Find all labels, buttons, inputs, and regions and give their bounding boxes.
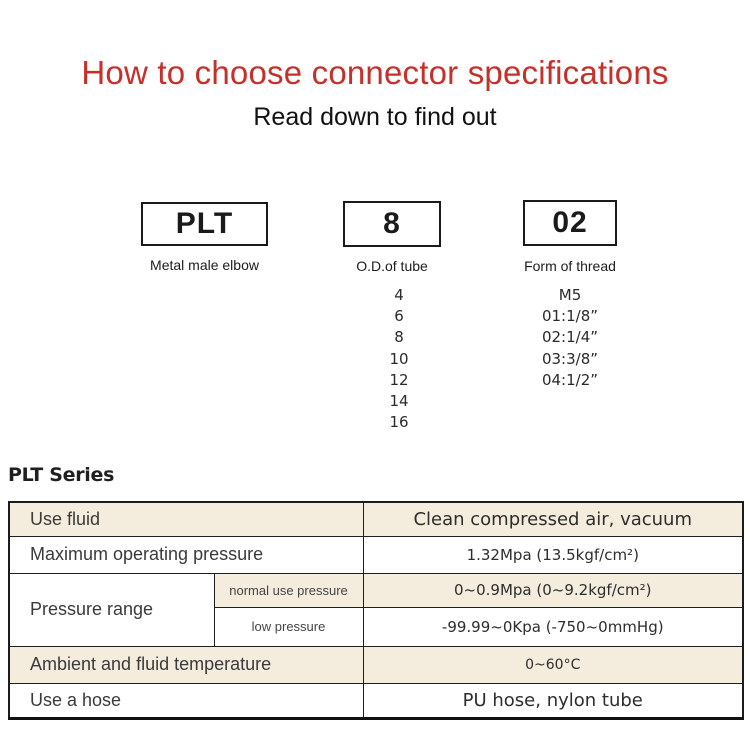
page-subtitle: Read down to find out bbox=[253, 103, 497, 131]
row-value-hose: PU hose, nylon tube bbox=[362, 682, 744, 719]
segment-label-tube-od: O.D.of tube bbox=[356, 258, 428, 274]
thread-form-option: 01:1/8” bbox=[541, 307, 599, 326]
model-code-thread: 02 bbox=[552, 206, 588, 239]
tube-size-option: 10 bbox=[389, 349, 409, 368]
sub-label-normal-pressure: normal use pressure bbox=[213, 572, 364, 608]
segment-label-thread: Form of thread bbox=[524, 258, 616, 274]
segment-label-series: Metal male elbow bbox=[150, 257, 259, 273]
thread-form-option: 04:1/2” bbox=[541, 370, 599, 389]
tube-size-options: 4 6 8 10 12 14 16 bbox=[363, 285, 435, 433]
table-row: Ambient and fluid temperature 0~60°C bbox=[8, 645, 744, 684]
tube-size-option: 16 bbox=[389, 413, 409, 432]
table-row: Use fluid Clean compressed air, vacuum bbox=[8, 501, 744, 537]
row-label-max-pressure: Maximum operating pressure bbox=[8, 535, 364, 574]
tube-size-option: 14 bbox=[389, 392, 409, 411]
sub-label-low-pressure: low pressure bbox=[213, 606, 364, 647]
thread-form-option: 03:3/8” bbox=[541, 349, 599, 368]
row-label-hose: Use a hose bbox=[8, 682, 364, 719]
table-row: Pressure range normal use pressure 0~0.9… bbox=[8, 572, 744, 647]
tube-size-option: 4 bbox=[394, 286, 404, 304]
row-value-normal-pressure: 0~0.9Mpa (0~9.2kgf/cm²) bbox=[362, 572, 744, 608]
table-row: Maximum operating pressure 1.32Mpa (13.5… bbox=[8, 535, 744, 574]
thread-form-options: M5 01:1/8” 02:1/4” 03:3/8” 04:1/2” bbox=[508, 285, 632, 391]
table-row: Use a hose PU hose, nylon tube bbox=[8, 682, 744, 719]
spec-table: Use fluid Clean compressed air, vacuum M… bbox=[8, 501, 744, 720]
model-code-box-thread: 02 bbox=[523, 200, 617, 246]
table-row: low pressure -99.99~0Kpa (-750~0mmHg) bbox=[9, 606, 744, 647]
row-value-low-pressure: -99.99~0Kpa (-750~0mmHg) bbox=[362, 606, 744, 647]
thread-form-option: 02:1/4” bbox=[541, 328, 599, 347]
tube-size-option: 6 bbox=[394, 307, 404, 326]
model-code-box-tube-od: 8 bbox=[343, 201, 441, 247]
thread-form-option: M5 bbox=[558, 286, 582, 304]
series-heading: PLT Series bbox=[8, 464, 115, 486]
row-value-max-pressure: 1.32Mpa (13.5kgf/cm²) bbox=[362, 535, 744, 574]
model-code-box-series: PLT bbox=[141, 202, 268, 246]
page-title: How to choose connector specifications bbox=[81, 54, 669, 91]
row-label-use-fluid: Use fluid bbox=[8, 501, 364, 537]
row-label-temperature: Ambient and fluid temperature bbox=[8, 645, 364, 684]
tube-size-option: 8 bbox=[394, 328, 404, 347]
model-code-series: PLT bbox=[175, 207, 234, 240]
row-value-temperature: 0~60°C bbox=[362, 645, 744, 684]
row-label-pressure-range: Pressure range bbox=[8, 572, 215, 647]
tube-size-option: 12 bbox=[389, 370, 409, 389]
model-code-tube-od: 8 bbox=[383, 207, 401, 240]
row-value-use-fluid: Clean compressed air, vacuum bbox=[362, 501, 744, 537]
